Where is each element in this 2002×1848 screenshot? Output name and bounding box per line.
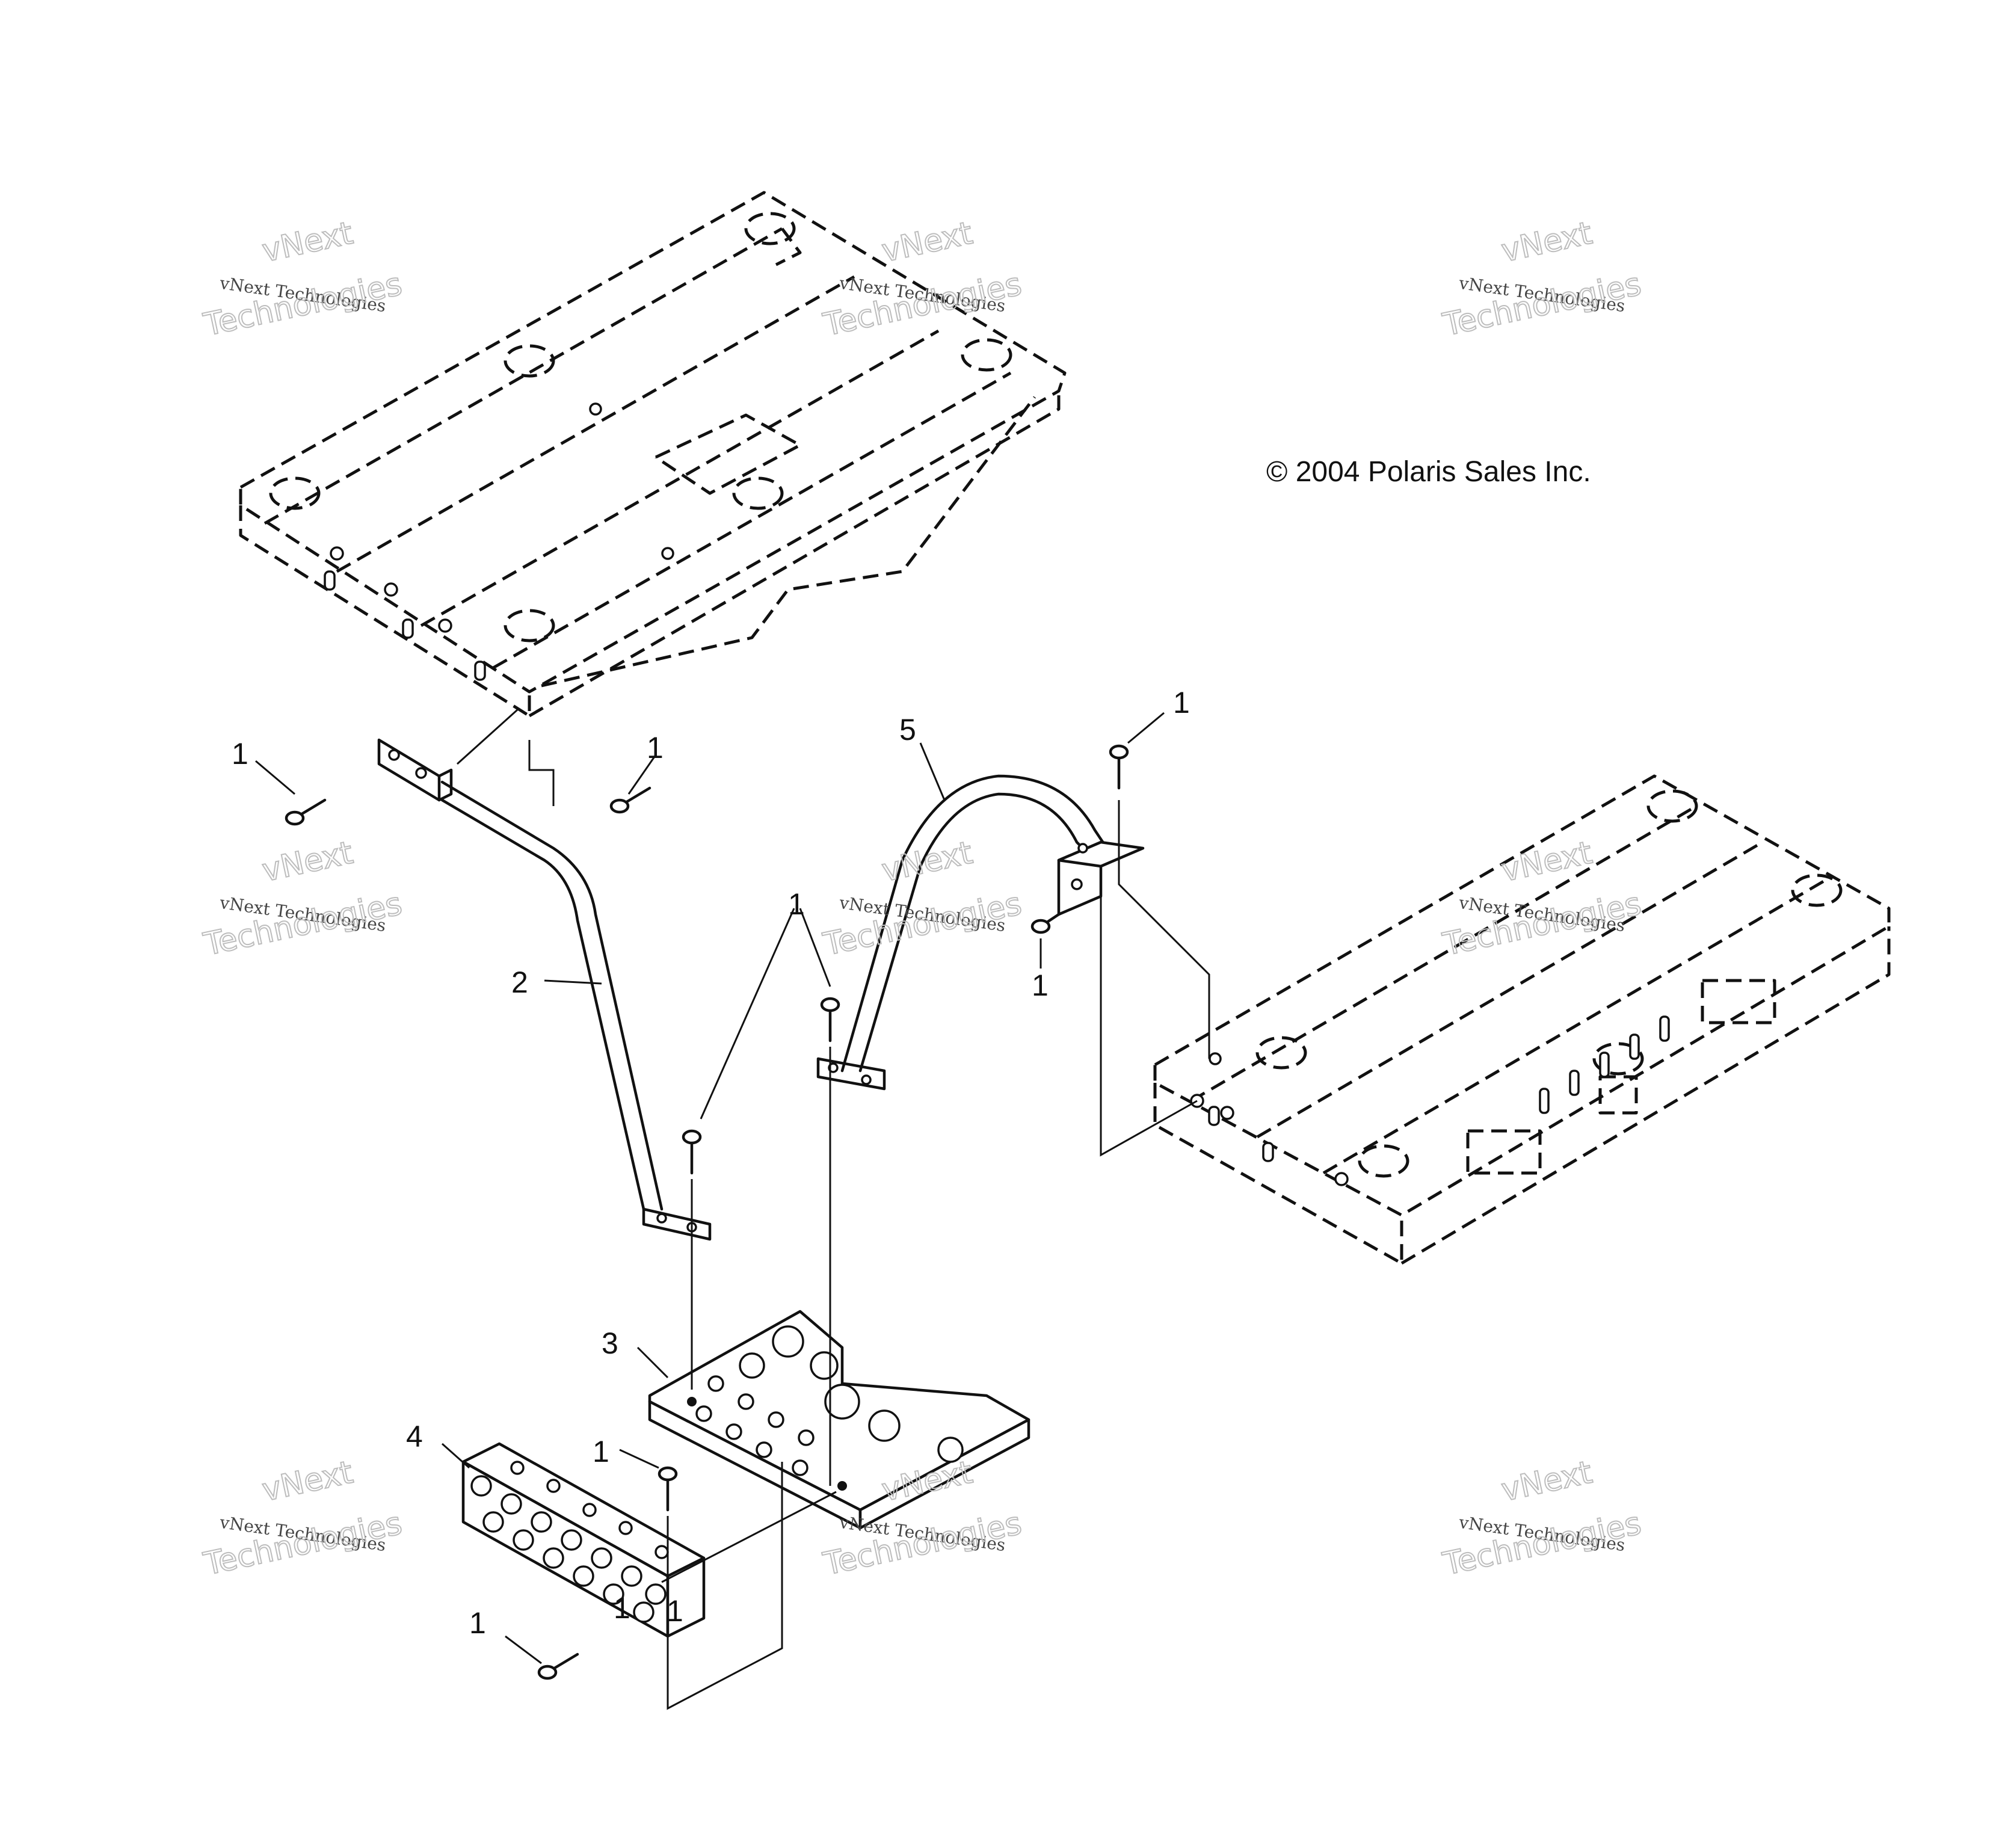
callout-4: 4 (406, 1420, 423, 1453)
bolt-icon (609, 786, 651, 814)
bolt-icon (1030, 913, 1061, 934)
watermarks: vNext vNext Technologies Technologies vN… (200, 215, 1645, 1583)
leader-lines (255, 712, 1165, 1665)
watermark: vNext vNext Technologies Technologies (819, 834, 1025, 964)
svg-text:vNext: vNext (259, 1455, 356, 1509)
watermark: vNext vNext Technologies Technologies (200, 1454, 405, 1583)
callout-5: 5 (899, 713, 916, 747)
callout-1: 1 (788, 887, 805, 921)
svg-text:vNext: vNext (1498, 835, 1595, 889)
callouts: 1 1 1 1 1 1 1 1 1 2 3 4 5 (232, 686, 1190, 1640)
callout-1: 1 (469, 1606, 486, 1640)
bolt-icon (658, 1466, 678, 1512)
svg-text:vNext: vNext (879, 835, 976, 889)
svg-text:vNext: vNext (879, 215, 976, 270)
bolt-icon (537, 1652, 579, 1680)
front-rack-outline (239, 191, 1067, 718)
copyright-notice: © 2004 Polaris Sales Inc. (1266, 456, 1591, 488)
callout-1: 1 (1173, 686, 1190, 719)
watermark: vNext vNext Technologies Technologies (1439, 834, 1645, 964)
bolt-icon (285, 798, 327, 826)
svg-text:vNext: vNext (259, 215, 356, 270)
watermark: vNext vNext Technologies Technologies (200, 834, 405, 964)
watermark: vNext vNext Technologies Technologies (1439, 215, 1645, 344)
callout-1: 1 (647, 731, 664, 765)
watermark: vNext vNext Technologies Technologies (819, 215, 1025, 344)
callout-1: 1 (1032, 969, 1049, 1002)
watermark: vNext vNext Technologies Technologies (1439, 1454, 1645, 1583)
callout-1: 1 (232, 737, 248, 771)
bolt-icon (1109, 744, 1129, 790)
right-brace-tube (816, 774, 1145, 1091)
svg-text:vNext: vNext (259, 835, 356, 889)
callout-3: 3 (602, 1326, 618, 1360)
callout-2: 2 (511, 966, 528, 999)
bolts (285, 744, 1129, 1680)
callout-1: 1 (593, 1435, 609, 1468)
alignment-lines (456, 709, 1210, 1710)
bolt-icon (820, 997, 840, 1043)
svg-text:vNext: vNext (1498, 1455, 1595, 1509)
rear-rack-outline (1153, 774, 1891, 1265)
left-brace-tube (377, 738, 712, 1241)
callout-1: 1 (614, 1591, 630, 1625)
watermark: vNext vNext Technologies Technologies (200, 215, 405, 344)
svg-text:vNext: vNext (1498, 215, 1595, 270)
callout-1: 1 (667, 1594, 683, 1628)
bolt-icon (682, 1129, 702, 1175)
skid-plate (648, 1310, 1030, 1530)
